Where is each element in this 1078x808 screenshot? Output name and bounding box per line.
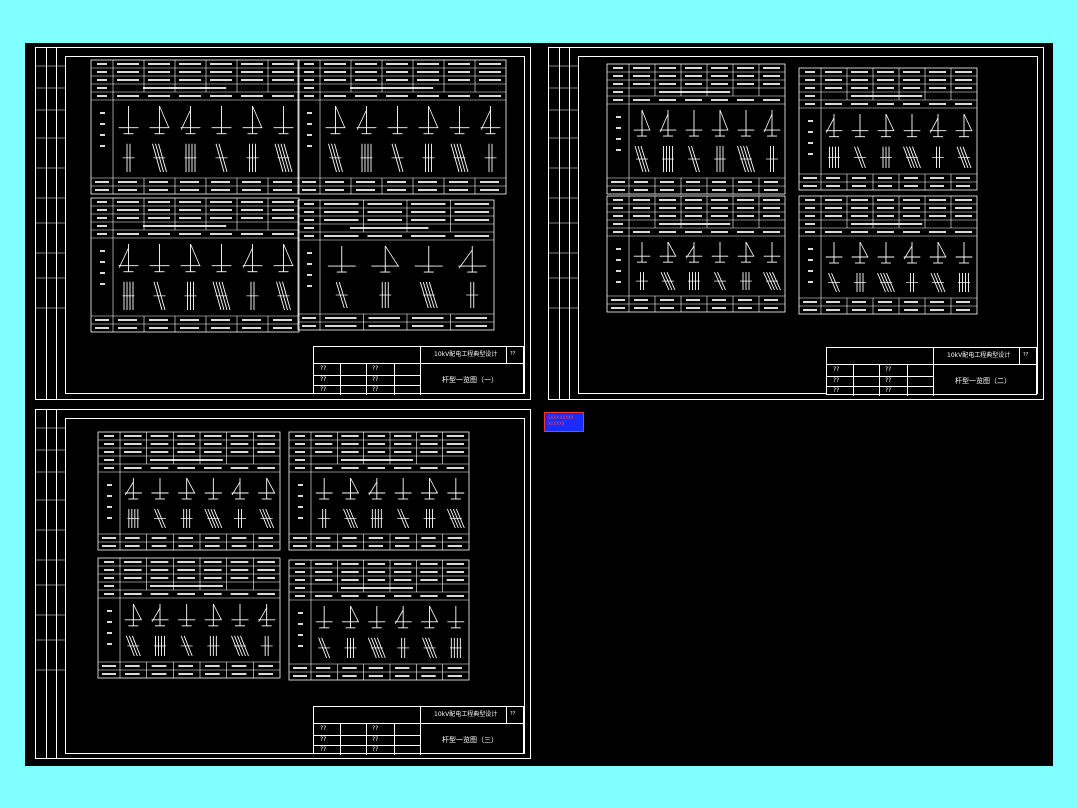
layer-tag-line-2: XXXXXX	[548, 421, 565, 426]
sheet-3-drawing-code: ??	[510, 711, 516, 717]
sheet-3-sign-2: ??	[372, 736, 379, 743]
sheet-2-role-2: ??	[833, 377, 840, 384]
sheet-2[interactable]: 10kV配电工程典型设计 ?? 杆型一览图（二） ?? ?? ?? ?? ?? …	[548, 47, 1044, 400]
sheet-2-sign-2: ??	[885, 377, 892, 384]
sheet-2-binding-strip-2	[569, 48, 570, 399]
sheet-3-role-1: ??	[320, 725, 327, 732]
sheet-1-border	[65, 56, 525, 394]
sheet-2-drawing-name: 杆型一览图（二）	[955, 377, 1011, 385]
sheet-1-sign-3: ??	[372, 386, 379, 393]
sheet-3[interactable]: 10kV配电工程典型设计 ?? 杆型一览图（三） ?? ?? ?? ?? ?? …	[35, 409, 531, 759]
sheet-2-border	[578, 56, 1038, 394]
sheet-1-binding-strip-2	[56, 48, 57, 399]
sheet-3-title-block: 10kV配电工程典型设计 ?? 杆型一览图（三） ?? ?? ?? ?? ?? …	[313, 706, 524, 755]
sheet-2-project-name: 10kV配电工程典型设计	[947, 352, 1011, 359]
sheet-1-sign-1: ??	[372, 365, 379, 372]
sheet-1-project-name: 10kV配电工程典型设计	[434, 351, 498, 358]
sheet-1-role-3: ??	[320, 386, 327, 393]
layer-tag-line-1: SXXX-XXXXX	[548, 415, 574, 420]
layer-tag-label[interactable]: SXXX-XXXXX XXXXXX	[544, 412, 584, 432]
sheet-1-role-1: ??	[320, 365, 327, 372]
sheet-2-sign-1: ??	[885, 366, 892, 373]
sheet-3-border	[65, 418, 525, 754]
sheet-1-role-2: ??	[320, 376, 327, 383]
sheet-2-role-1: ??	[833, 366, 840, 373]
sheet-1-title-block: 10kV配电工程典型设计 ?? 杆型一览图（一） ?? ?? ?? ?? ?? …	[313, 346, 524, 395]
sheet-1[interactable]: 10kV配电工程典型设计 ?? 杆型一览图（一） ?? ?? ?? ?? ?? …	[35, 47, 531, 400]
sheet-3-binding-strip-2	[56, 410, 57, 758]
sheet-2-tables	[549, 63, 978, 315]
sheet-3-role-2: ??	[320, 736, 327, 743]
sheet-3-role-3: ??	[320, 746, 327, 753]
sheet-3-sign-3: ??	[372, 746, 379, 753]
sheet-3-tables	[36, 427, 470, 681]
sheet-1-drawing-code: ??	[510, 351, 516, 357]
sheet-1-tables	[36, 59, 507, 333]
sheet-2-sign-3: ??	[885, 387, 892, 394]
sheet-2-role-3: ??	[833, 387, 840, 394]
sheet-3-sign-1: ??	[372, 725, 379, 732]
sheet-2-drawing-code: ??	[1023, 352, 1029, 358]
sheet-1-drawing-name: 杆型一览图（一）	[442, 376, 498, 384]
sheet-1-sign-2: ??	[372, 376, 379, 383]
sheet-2-binding-strip	[559, 48, 560, 399]
drawing-canvas[interactable]: 10kV配电工程典型设计 ?? 杆型一览图（一） ?? ?? ?? ?? ?? …	[25, 43, 1053, 766]
sheet-3-drawing-name: 杆型一览图（三）	[442, 736, 498, 744]
sheet-3-project-name: 10kV配电工程典型设计	[434, 711, 498, 718]
sheet-3-binding-strip	[46, 410, 47, 758]
sheet-2-title-block: 10kV配电工程典型设计 ?? 杆型一览图（二） ?? ?? ?? ?? ?? …	[826, 347, 1037, 396]
sheet-1-binding-strip	[46, 48, 47, 399]
